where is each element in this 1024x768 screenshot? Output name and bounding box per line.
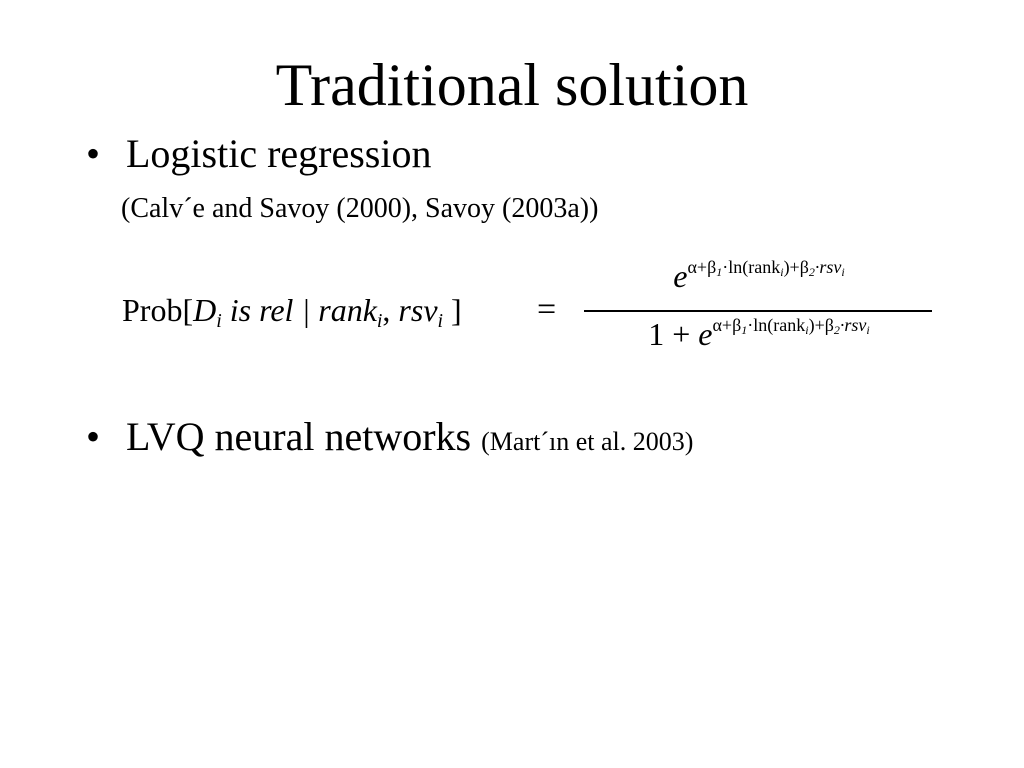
citation-logistic-regression: (Calv´e and Savoy (2000), Savoy (2003a)) bbox=[121, 193, 599, 224]
formula-lhs: Prob[Di is rel | ranki, rsvi ] bbox=[122, 292, 462, 332]
formula-numerator: eα+β1·ln(ranki)+β2·rsvi bbox=[673, 257, 845, 294]
bullet-marker: • bbox=[86, 131, 101, 176]
logistic-regression-formula: Prob[Di is rel | ranki, rsvi ] = eα+β1·l… bbox=[122, 250, 942, 352]
formula-denominator: 1 + eα+β1·ln(ranki)+β2·rsvi bbox=[648, 315, 870, 352]
slide-title: Traditional solution bbox=[275, 52, 749, 118]
formula-equals: = bbox=[537, 291, 557, 328]
bullet-text: LVQ neural networks bbox=[126, 414, 472, 459]
citation-lvq: (Mart´ın et al. 2003) bbox=[481, 427, 694, 456]
bullet-marker: • bbox=[86, 414, 101, 459]
bullet-logistic-regression: • Logistic regression bbox=[86, 131, 432, 177]
bullet-text: Logistic regression bbox=[126, 131, 432, 176]
fraction-bar bbox=[584, 310, 932, 312]
bullet-lvq-neural-networks: • LVQ neural networks (Mart´ın et al. 200… bbox=[86, 414, 693, 465]
